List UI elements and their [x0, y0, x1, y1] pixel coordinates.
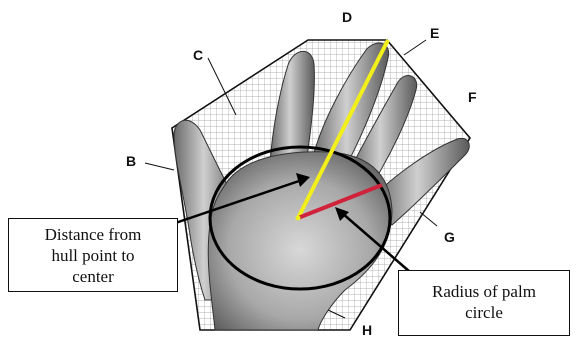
label-e: E	[430, 25, 439, 41]
radius-callout-line-2: circle	[399, 302, 569, 323]
palm-center-point	[296, 216, 301, 221]
radius-callout-box: Radius of palm circle	[398, 270, 570, 336]
leader-b	[145, 163, 174, 170]
label-b: B	[126, 153, 136, 169]
label-g: G	[444, 229, 455, 245]
distance-callout-box: Distance from hull point to center	[8, 218, 178, 292]
label-h: H	[362, 322, 372, 338]
distance-callout-line-2: hull point to	[9, 245, 177, 266]
label-f: F	[468, 89, 477, 105]
leader-g	[420, 212, 437, 226]
label-d: D	[342, 9, 352, 25]
distance-callout-line-1: Distance from	[9, 224, 177, 245]
distance-callout-line-3: center	[9, 266, 177, 287]
radius-callout-line-1: Radius of palm	[399, 281, 569, 302]
label-c: C	[193, 47, 203, 63]
leader-e	[404, 40, 426, 55]
